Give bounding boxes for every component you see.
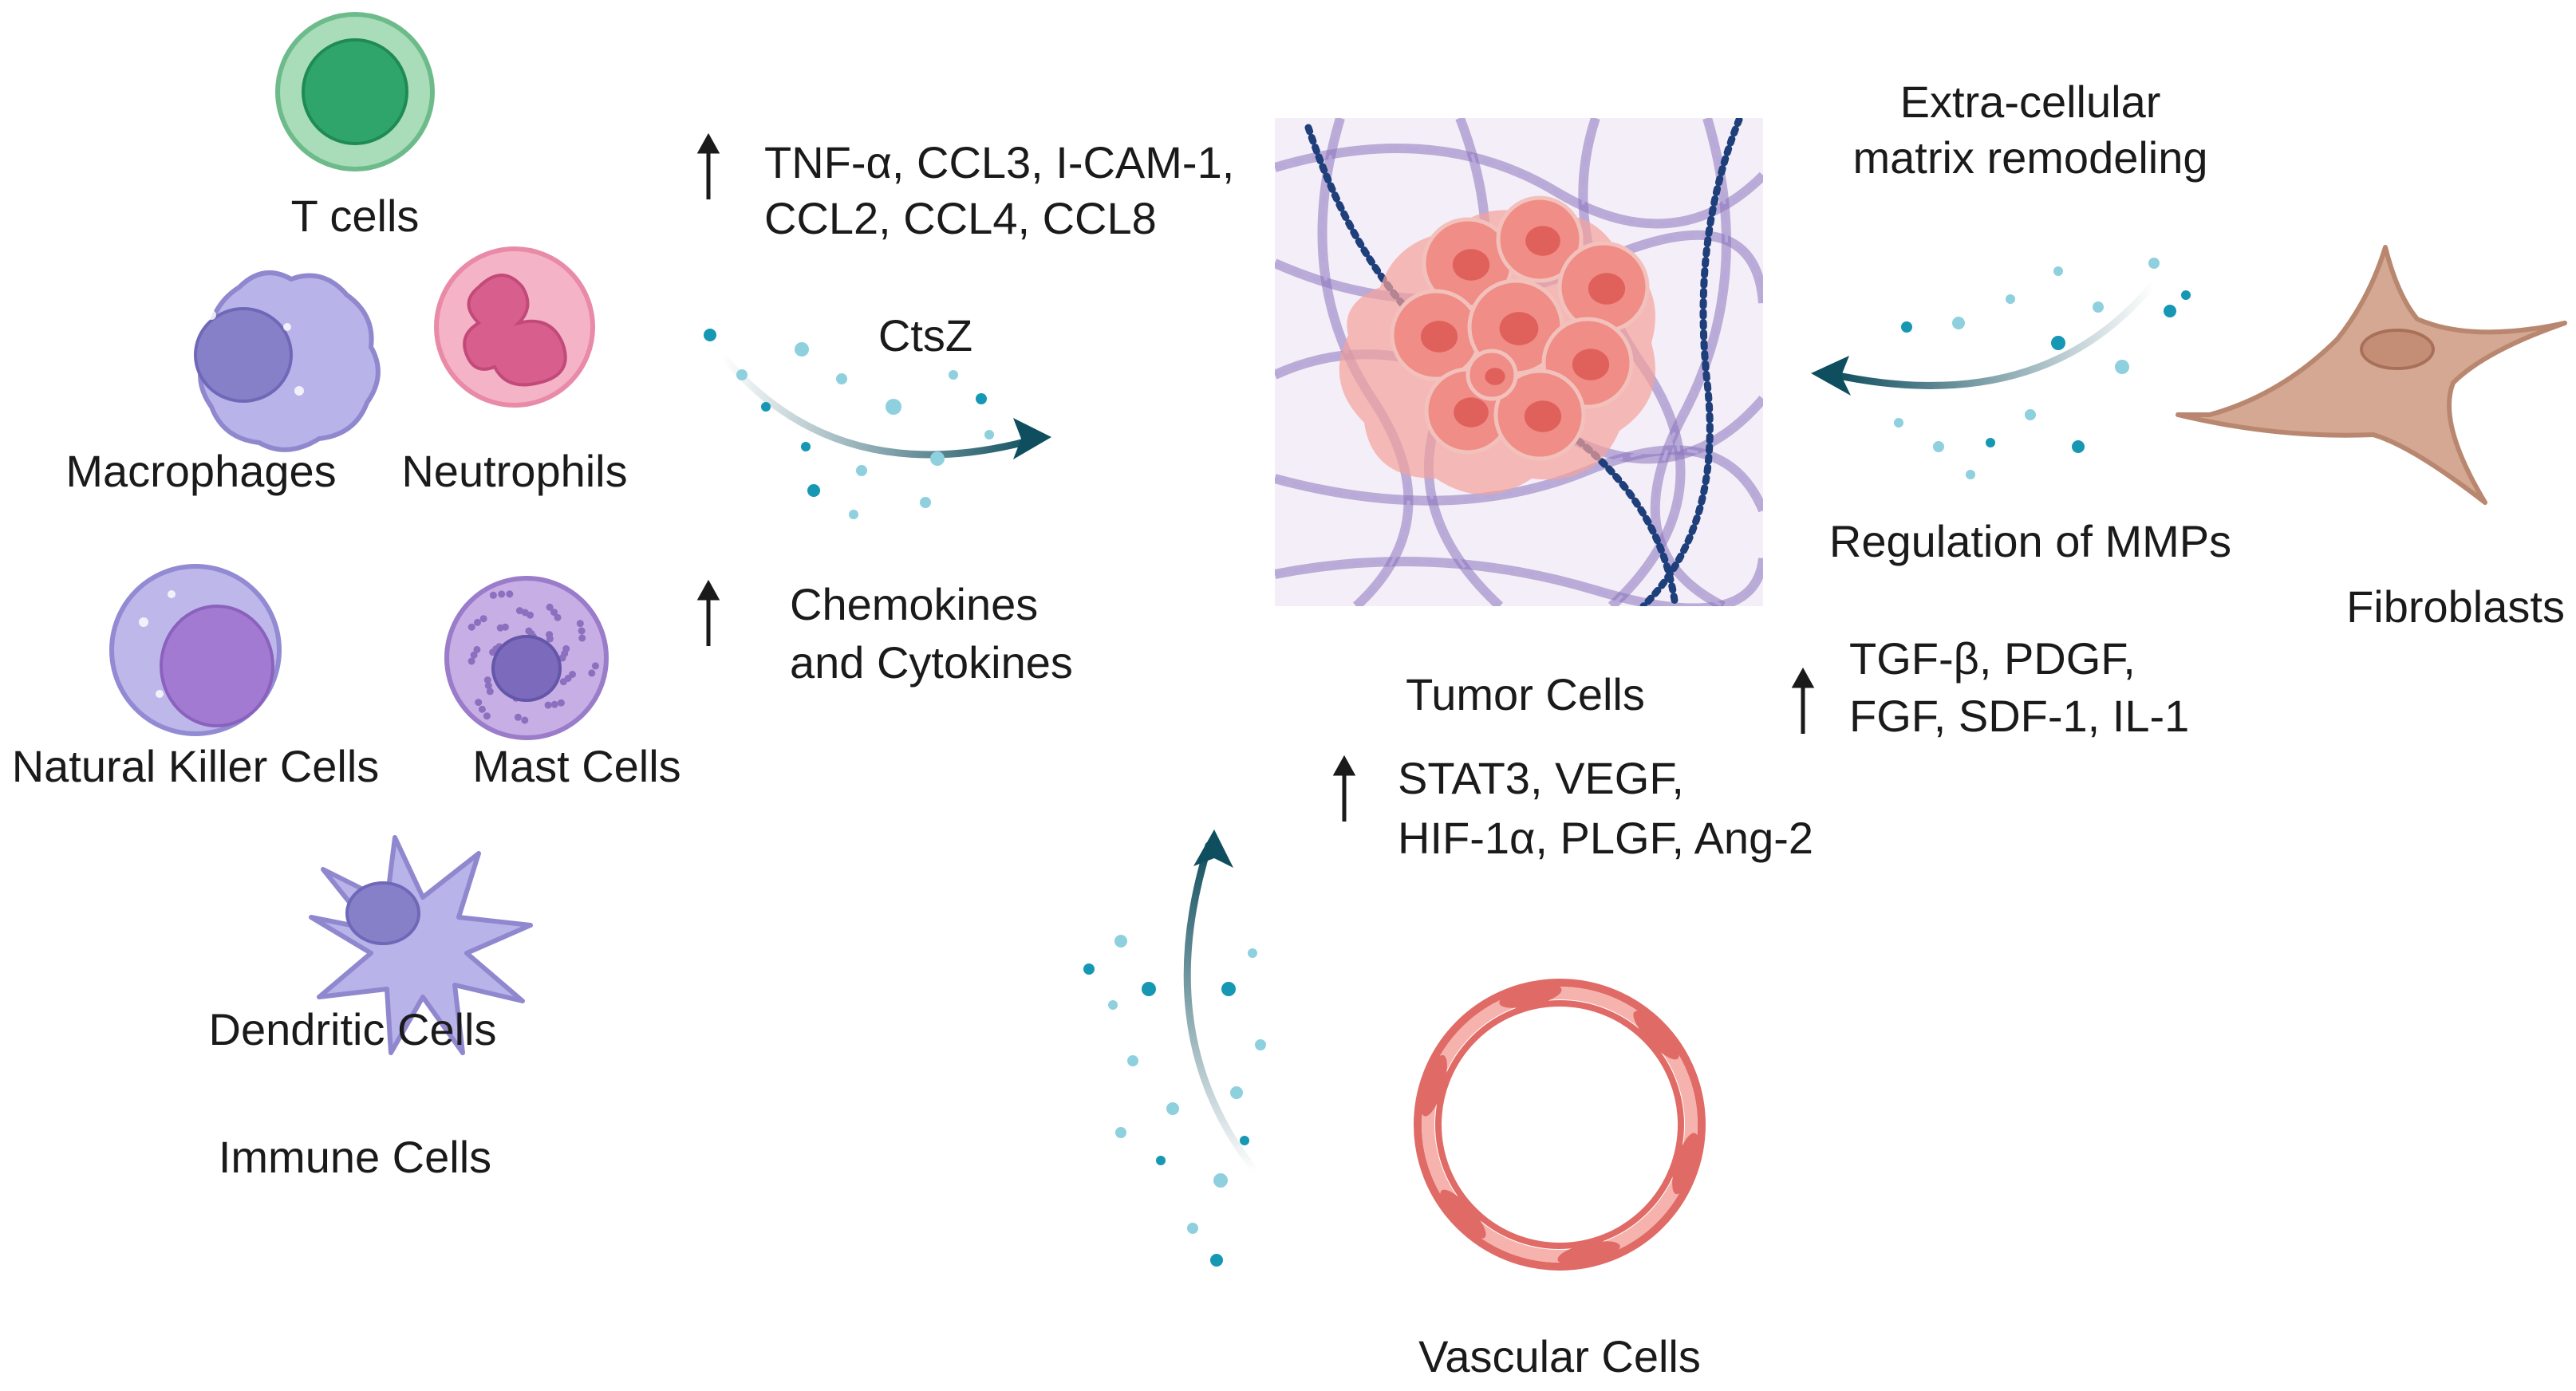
macrophages-label: Macrophages — [65, 446, 337, 496]
secreted-molecule-dot — [984, 430, 994, 439]
dendritic-cells-label: Dendritic Cells — [208, 1004, 497, 1054]
secreted-molecule-dot — [1142, 982, 1156, 996]
fibroblast-icon — [2176, 245, 2567, 505]
vascular-factors-line-1: STAT3, VEGF, — [1398, 753, 1684, 803]
vascular-cells-label: Vascular Cells — [1418, 1331, 1701, 1381]
immune-factors-line-1: TNF-α, CCL3, I-CAM-1, — [764, 137, 1235, 187]
secreted-molecule-dot — [1210, 1254, 1223, 1267]
secreted-molecule-dot — [1108, 1000, 1118, 1010]
secreted-molecule-dot — [795, 342, 809, 357]
secreted-molecule-dot — [1248, 948, 1257, 958]
secreted-molecule-dot — [1255, 1039, 1266, 1050]
mast-cells-label: Mast Cells — [472, 741, 681, 791]
secreted-molecule-dot — [2072, 440, 2085, 453]
secreted-molecule-dot — [704, 329, 716, 341]
immune-cells-group-label: Immune Cells — [218, 1132, 492, 1182]
secreted-molecule-dot — [1187, 1223, 1198, 1234]
secreted-molecule-dot — [1114, 935, 1127, 948]
secreted-molecule-dot — [976, 393, 987, 404]
dendritic-cell-icon — [309, 835, 533, 1055]
secreted-molecule-dot — [2181, 290, 2191, 300]
secreted-molecule-dot — [920, 497, 931, 508]
fibroblast-factors-line-2: FGF, SDF-1, IL-1 — [1849, 691, 2190, 741]
endothelial-cell — [1633, 1011, 1679, 1060]
mast-cell-icon — [444, 576, 609, 740]
secreted-molecule-dot — [1901, 321, 1912, 333]
secreted-molecule-dot — [1240, 1136, 1249, 1145]
vascular-factors-line-2: HIF-1α, PLGF, Ang-2 — [1398, 813, 1814, 863]
upregulation-arrow-icon — [696, 579, 720, 646]
upregulation-arrow-icon — [696, 132, 720, 199]
endothelial-cell — [1672, 1133, 1699, 1195]
fibroblasts-label: Fibroblasts — [2346, 581, 2565, 632]
secreted-molecule-dot — [1156, 1156, 1166, 1165]
secreted-molecule-dot — [2164, 305, 2176, 317]
secreted-molecule-dot — [2006, 294, 2015, 304]
secreted-molecule-dot — [1221, 982, 1236, 996]
blood-vessel-icon — [1414, 979, 1706, 1271]
chemokines-line-1: Chemokines — [790, 579, 1039, 629]
tumor-cells-label: Tumor Cells — [1406, 669, 1645, 719]
secreted-molecule-dot — [1966, 470, 1975, 479]
ecm-line-2: matrix remodeling — [1852, 132, 2208, 183]
secreted-molecule-dot — [1952, 317, 1965, 329]
secreted-molecule-dot — [2093, 301, 2104, 313]
chemokines-line-2: and Cytokines — [790, 637, 1073, 688]
secreted-molecule-dot — [930, 451, 945, 466]
tumor-microenvironment-icon — [1275, 118, 1763, 606]
secreted-molecule-dot — [1213, 1173, 1228, 1188]
secreted-molecule-dot — [836, 373, 847, 384]
secreted-molecule-dot — [807, 484, 820, 497]
t-cells-label: T cells — [290, 191, 420, 241]
secreted-molecule-dot — [1166, 1102, 1179, 1115]
upregulation-arrow-icon — [1791, 667, 1815, 734]
secretion-arrow-icon — [1083, 829, 1266, 1267]
mmp-regulation-label: Regulation of MMPs — [1828, 516, 2232, 566]
macrophage-icon — [179, 270, 381, 452]
secreted-molecule-dot — [801, 442, 811, 451]
secreted-molecule-dot — [736, 369, 748, 380]
endothelial-cell — [1420, 1054, 1447, 1117]
immune-factors-line-2: CCL2, CCL4, CCL8 — [764, 193, 1157, 243]
secreted-molecule-dot — [1986, 438, 1995, 447]
neutrophils-label: Neutrophils — [401, 446, 628, 496]
natural-killer-cells-label: Natural Killer Cells — [11, 741, 380, 791]
secreted-molecule-dot — [1127, 1055, 1138, 1066]
secreted-molecule-dot — [886, 399, 901, 415]
fibroblast-factors-line-1: TGF-β, PDGF, — [1849, 633, 2136, 684]
secreted-molecule-dot — [1230, 1086, 1243, 1099]
endothelial-cell — [1499, 984, 1562, 1008]
secreted-molecule-dot — [2115, 360, 2129, 374]
secreted-molecule-dot — [949, 370, 958, 380]
secreted-molecule-dot — [1115, 1127, 1126, 1138]
secreted-molecule-dot — [2148, 258, 2160, 269]
t-cell-icon — [275, 12, 435, 171]
ecm-line-1: Extra-cellular — [1899, 77, 2161, 127]
secretion-arrow-icon — [704, 329, 1051, 519]
secreted-molecule-dot — [856, 465, 867, 476]
ctsz-label: CtsZ — [878, 310, 973, 361]
secreted-molecule-dot — [1933, 441, 1944, 452]
secreted-molecule-dot — [2051, 336, 2065, 350]
upregulation-arrow-icon — [1332, 755, 1356, 822]
secreted-molecule-dot — [1894, 418, 1903, 428]
secreted-molecule-dot — [2053, 266, 2063, 276]
secreted-molecule-dot — [849, 510, 858, 519]
neutrophil-icon — [434, 246, 595, 408]
endothelial-cell — [1440, 1189, 1486, 1239]
secreted-molecule-dot — [1083, 963, 1095, 975]
endothelial-cell — [1557, 1241, 1620, 1265]
natural-killer-cell-icon — [109, 564, 282, 736]
secretion-arrow-icon — [1811, 258, 2191, 479]
secreted-molecule-dot — [2025, 409, 2036, 420]
secreted-molecule-dot — [761, 402, 771, 412]
